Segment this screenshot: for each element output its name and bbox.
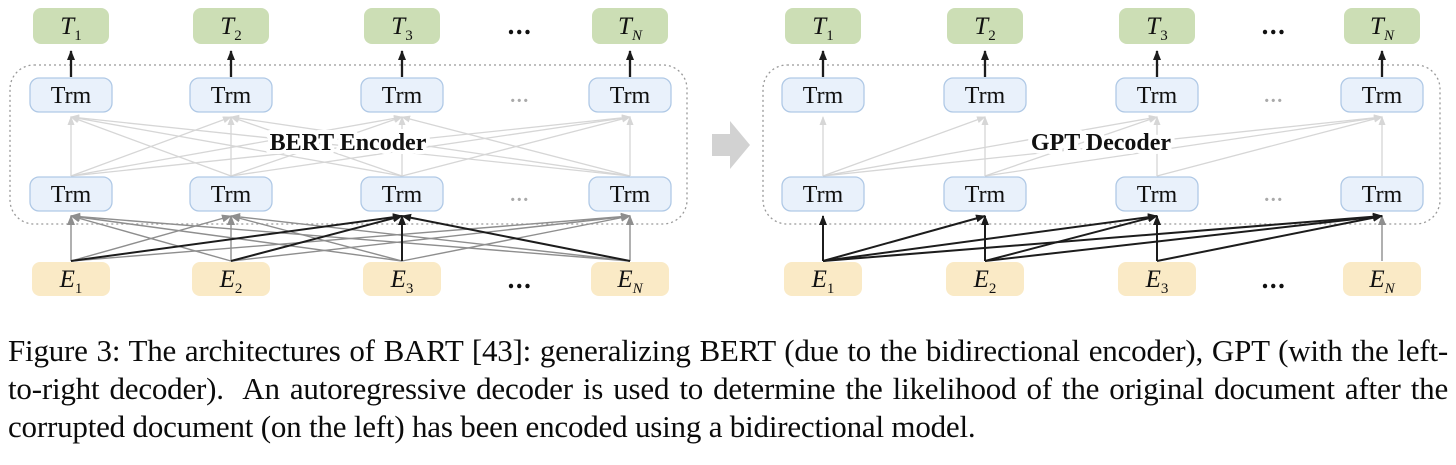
- bert-input-edges: [67, 212, 634, 262]
- gpt-trm-bottom-3-label: Trm: [1137, 182, 1178, 208]
- gpt-trm-bottom-4-label: Trm: [1362, 182, 1403, 208]
- bert-trm-bottom-2-label: Trm: [211, 182, 252, 208]
- gpt-embed-e3-box: [1118, 262, 1196, 296]
- bert-trm-bottom-1-box: [29, 176, 113, 212]
- bert-trm-top-1-label: Trm: [51, 83, 92, 109]
- bert-embed-e2-box: [192, 262, 270, 296]
- bert-dots-3: ...: [508, 264, 533, 294]
- bert-trm-bottom-3-label: Trm: [382, 182, 423, 208]
- bert-token-t1-box: [33, 8, 109, 44]
- bert-dots-0: ...: [508, 10, 533, 40]
- gpt-trm-top-4-box: [1340, 77, 1424, 113]
- bert-dots-2: ...: [510, 184, 530, 206]
- gpt-output-arrows: [819, 50, 1386, 77]
- gpt-trm-bottom-4-box: [1340, 176, 1424, 212]
- gpt-input-edges: [819, 212, 1386, 262]
- bert-token-t3-box: [364, 8, 440, 44]
- gpt-trm-bottom-1-label: Trm: [803, 182, 844, 208]
- bert-title: BERT Encoder: [270, 130, 427, 156]
- bert-trm-top-3-box: [360, 77, 444, 113]
- bert-trm-top-4-label: Trm: [610, 83, 651, 109]
- bert-trm-top-3-label: Trm: [382, 83, 423, 109]
- gpt-token-t3-box: [1119, 8, 1195, 44]
- bert-embed-en-box: [591, 262, 669, 296]
- bert-embed-e3-box: [363, 262, 441, 296]
- bart-architecture-diagram: T1TrmTrmE1T2TrmTrmE2T3TrmTrmE3TNTrmTrmEN…: [9, 8, 1441, 297]
- gpt-trm-bottom-1-box: [781, 176, 865, 212]
- bert-frame: [9, 64, 688, 225]
- gpt-frame: [762, 64, 1441, 225]
- gpt-trm-top-2-box: [943, 77, 1027, 113]
- bert-token-t2-box: [193, 8, 269, 44]
- gpt-dots-2: ...: [1264, 184, 1284, 206]
- bert-trm-bottom-3-box: [360, 176, 444, 212]
- bert-trm-top-4-box: [588, 77, 672, 113]
- bert-trm-bottom-2-box: [189, 176, 273, 212]
- gpt-panel: T1TrmTrmE1T2TrmTrmE2T3TrmTrmE3TNTrmTrmEN…: [762, 8, 1441, 297]
- gpt-token-tn-box: [1344, 8, 1420, 44]
- gpt-embed-e2-box: [946, 262, 1024, 296]
- gpt-dots-1: ...: [1264, 85, 1284, 107]
- bert-dots-1: ...: [510, 85, 530, 107]
- gpt-trm-top-1-box: [781, 77, 865, 113]
- gpt-dots-0: ...: [1262, 10, 1287, 40]
- gpt-trm-top-4-label: Trm: [1362, 83, 1403, 109]
- gpt-trm-top-2-label: Trm: [965, 83, 1006, 109]
- gpt-token-t1-box: [785, 8, 861, 44]
- figure-caption: Figure 3: The architectures of BART [43]…: [8, 333, 1448, 444]
- gpt-embed-e1-box: [784, 262, 862, 296]
- bert-embed-e1-box: [32, 262, 110, 296]
- bert-trm-top-2-label: Trm: [211, 83, 252, 109]
- gpt-trm-top-1-label: Trm: [803, 83, 844, 109]
- bert-panel: T1TrmTrmE1T2TrmTrmE2T3TrmTrmE3TNTrmTrmEN…: [9, 8, 688, 297]
- bert-trm-bottom-4-label: Trm: [610, 182, 651, 208]
- bert-trm-top-2-box: [189, 77, 273, 113]
- bert-token-tn-box: [592, 8, 668, 44]
- bert-attention-edges: [67, 114, 634, 177]
- gpt-trm-bottom-2-label: Trm: [965, 182, 1006, 208]
- bert-trm-bottom-4-box: [588, 176, 672, 212]
- transform-arrow-icon: [712, 121, 750, 169]
- gpt-trm-top-3-box: [1115, 77, 1199, 113]
- gpt-trm-bottom-2-box: [943, 176, 1027, 212]
- gpt-dots-3: ...: [1262, 264, 1287, 294]
- gpt-title: GPT Decoder: [1031, 130, 1172, 156]
- bert-output-arrows: [67, 50, 634, 77]
- bert-trm-top-1-box: [29, 77, 113, 113]
- gpt-attention-edges: [819, 114, 1386, 177]
- bert-trm-bottom-1-label: Trm: [51, 182, 92, 208]
- gpt-trm-top-3-label: Trm: [1137, 83, 1178, 109]
- gpt-trm-bottom-3-box: [1115, 176, 1199, 212]
- gpt-token-t2-box: [947, 8, 1023, 44]
- gpt-embed-en-box: [1343, 262, 1421, 296]
